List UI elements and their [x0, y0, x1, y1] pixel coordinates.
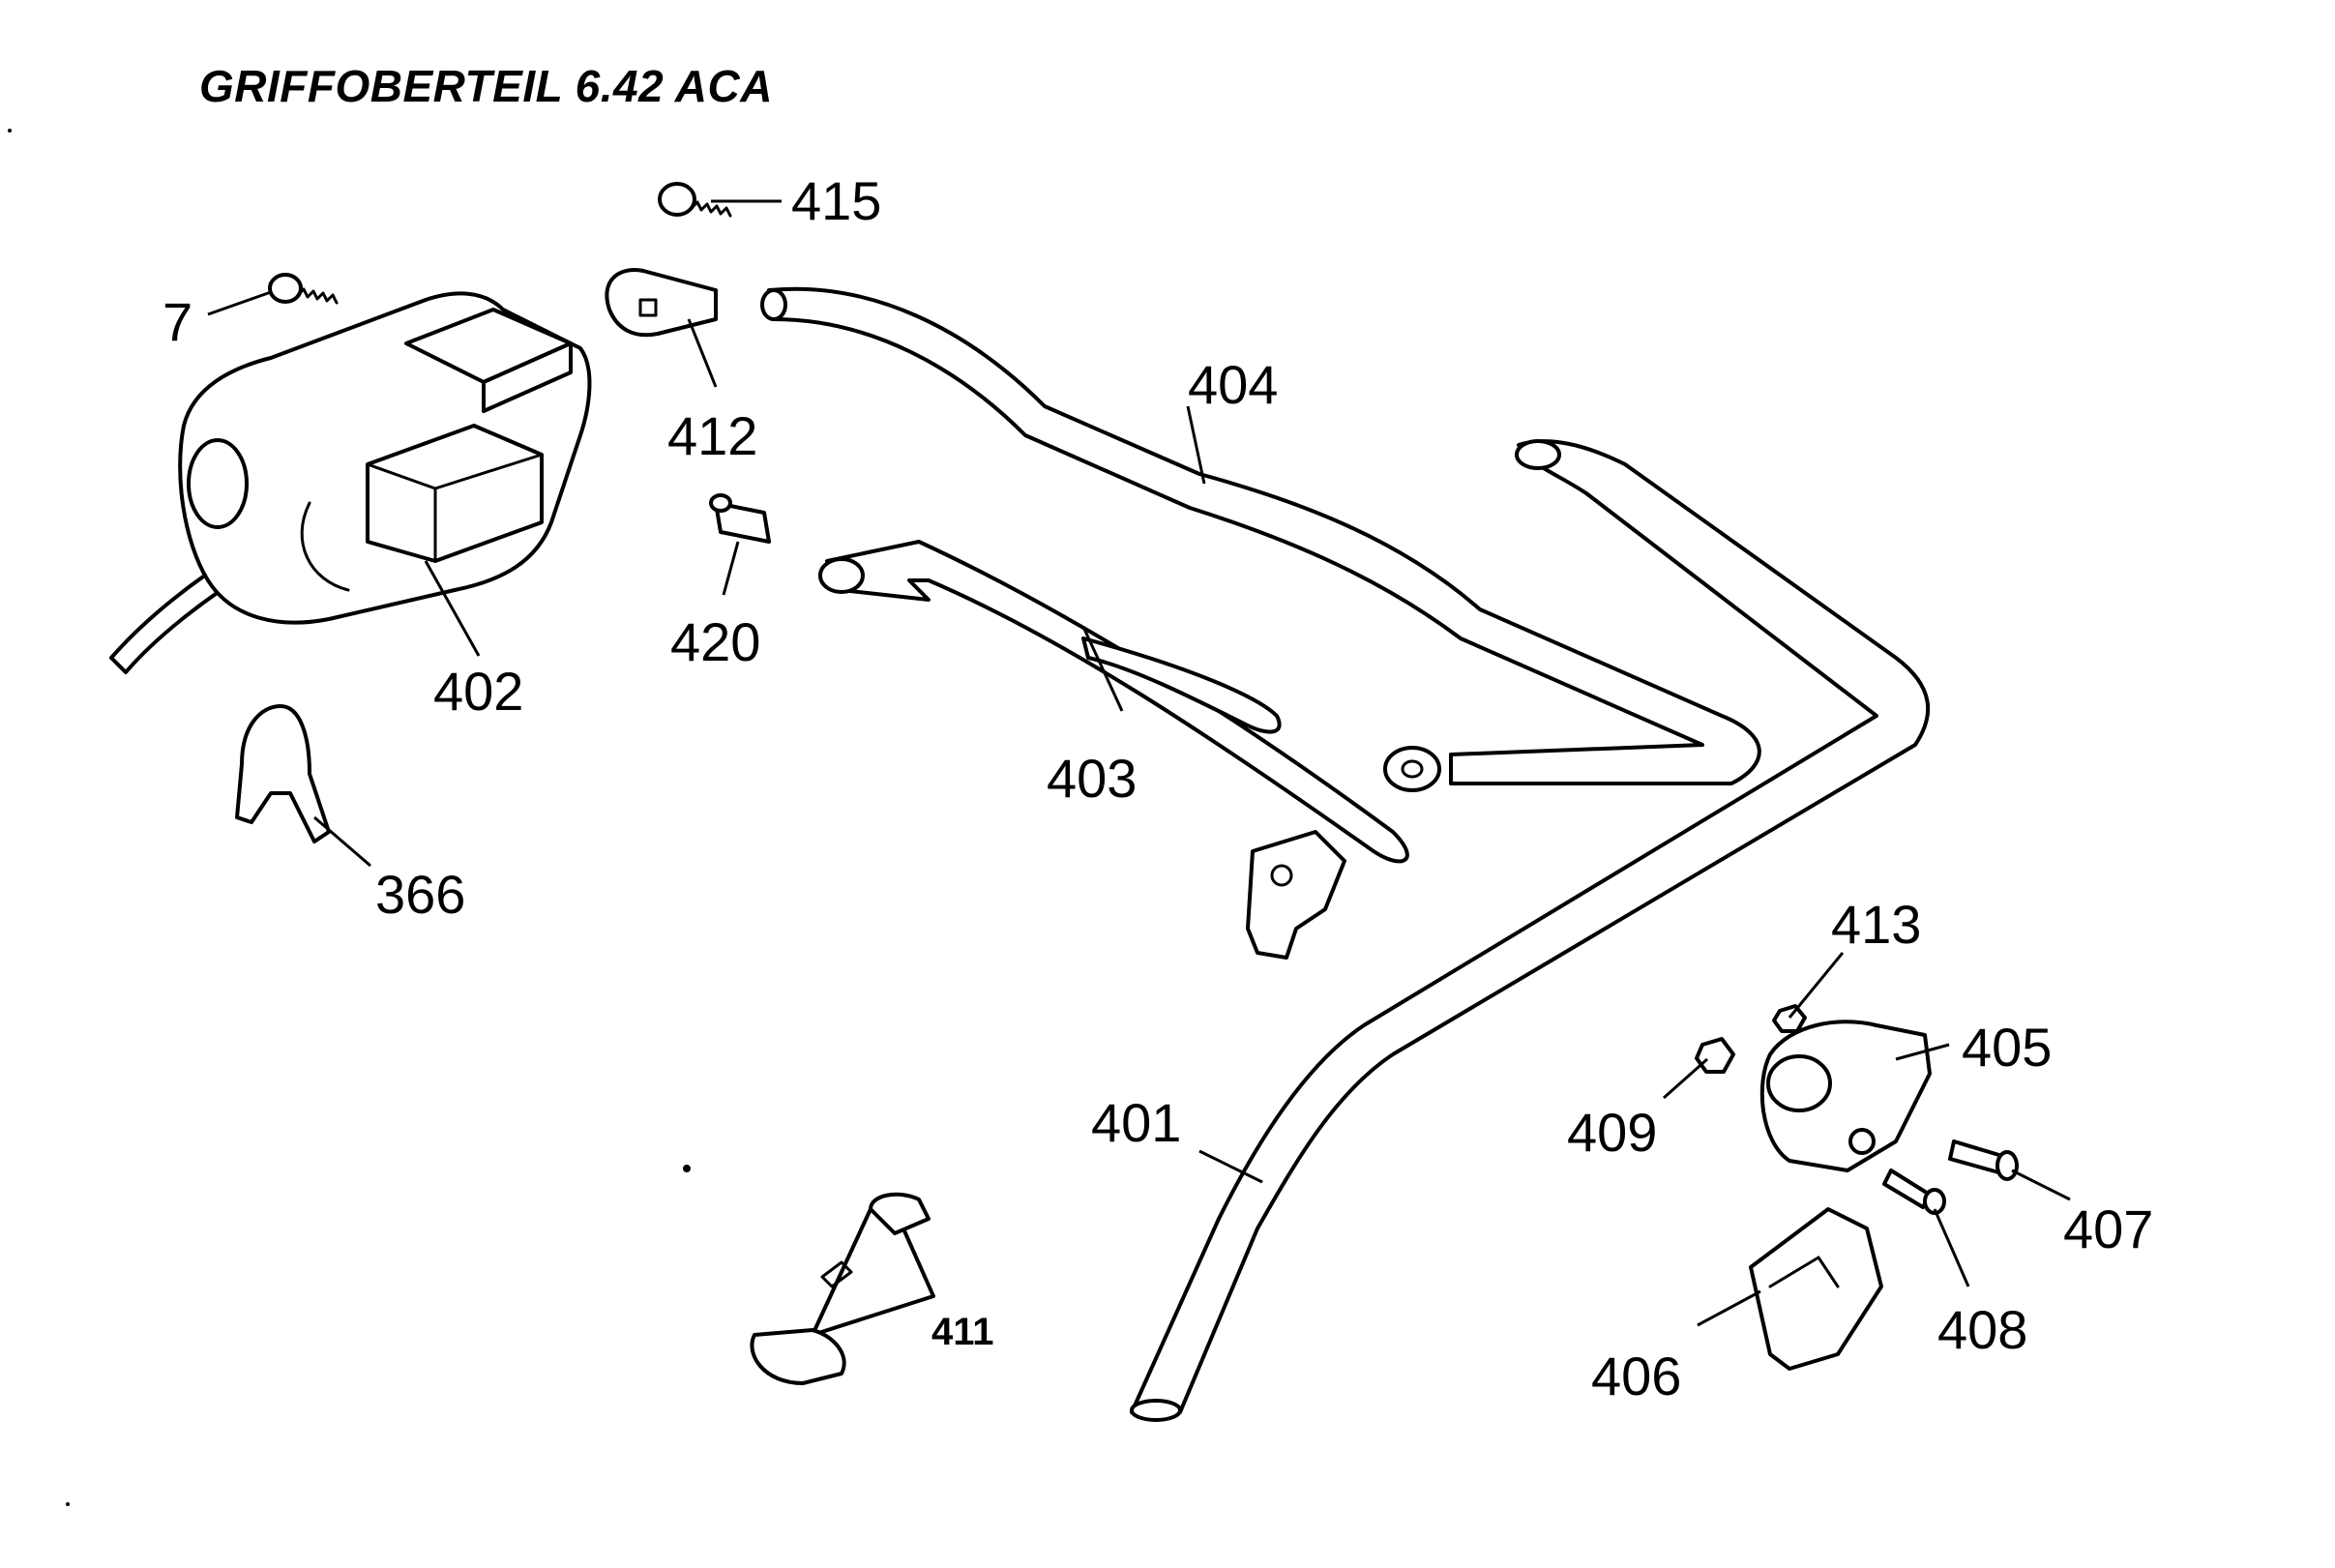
leader-409: [1663, 1057, 1708, 1100]
speck: [66, 1502, 70, 1506]
leader-403: [1081, 626, 1124, 712]
part-420-pin: [709, 493, 771, 544]
label-part-406: 406: [1591, 1346, 1682, 1406]
part-413-nut: [1772, 1004, 1807, 1033]
leader-406: [1697, 1289, 1761, 1327]
label-part-407: 407: [2063, 1198, 2154, 1259]
label-part-7: 7: [163, 291, 193, 352]
label-part-413: 413: [1831, 894, 1922, 955]
label-part-405: 405: [1962, 1017, 2053, 1078]
leader-420: [722, 541, 740, 596]
label-part-401: 401: [1091, 1092, 1182, 1153]
part-403-bracket: [1246, 830, 1346, 960]
label-part-415: 415: [791, 170, 882, 231]
label-part-411: 411: [931, 1311, 994, 1353]
label-part-402: 402: [433, 661, 524, 722]
part-412-lever: [605, 268, 718, 338]
leader-402: [424, 560, 481, 657]
leader-404: [1186, 405, 1206, 485]
part-406-cover: [1749, 1207, 1883, 1371]
diagram-title: GRIFFOBERTEIL 6.42 ACA: [199, 61, 773, 111]
label-part-404: 404: [1188, 354, 1279, 415]
part-408-bolt: [1882, 1169, 1946, 1215]
leader-405: [1895, 1043, 1950, 1061]
part-366-clip: [235, 704, 331, 843]
leader-408: [1933, 1208, 1970, 1287]
part-401-lower-handle: [1130, 439, 1930, 1422]
part-404-upper-bar: [760, 286, 1761, 792]
leader-401: [1198, 1149, 1263, 1184]
label-part-408: 408: [1937, 1299, 2028, 1360]
label-part-366: 366: [375, 864, 466, 925]
speck: [683, 1165, 691, 1172]
part-407-bolt: [1948, 1139, 2019, 1181]
label-part-412: 412: [667, 405, 758, 466]
label-part-420: 420: [670, 611, 761, 672]
leader-413: [1788, 952, 1845, 1019]
leader-7: [207, 290, 272, 316]
speck: [8, 129, 12, 133]
part-411-grip: [750, 1192, 935, 1385]
leader-366: [313, 815, 371, 868]
part-409-nut: [1695, 1037, 1735, 1074]
part-405-clamp: [1759, 1020, 1932, 1172]
label-part-409: 409: [1567, 1102, 1658, 1163]
part-403-cable-link: [818, 540, 1409, 864]
leader-407: [2011, 1169, 2071, 1201]
part-415-screw: [658, 182, 732, 218]
leader-412: [687, 318, 718, 388]
part-7-screw: [268, 273, 339, 305]
label-part-403: 403: [1047, 748, 1138, 809]
part-402-switch-housing: [109, 291, 592, 674]
